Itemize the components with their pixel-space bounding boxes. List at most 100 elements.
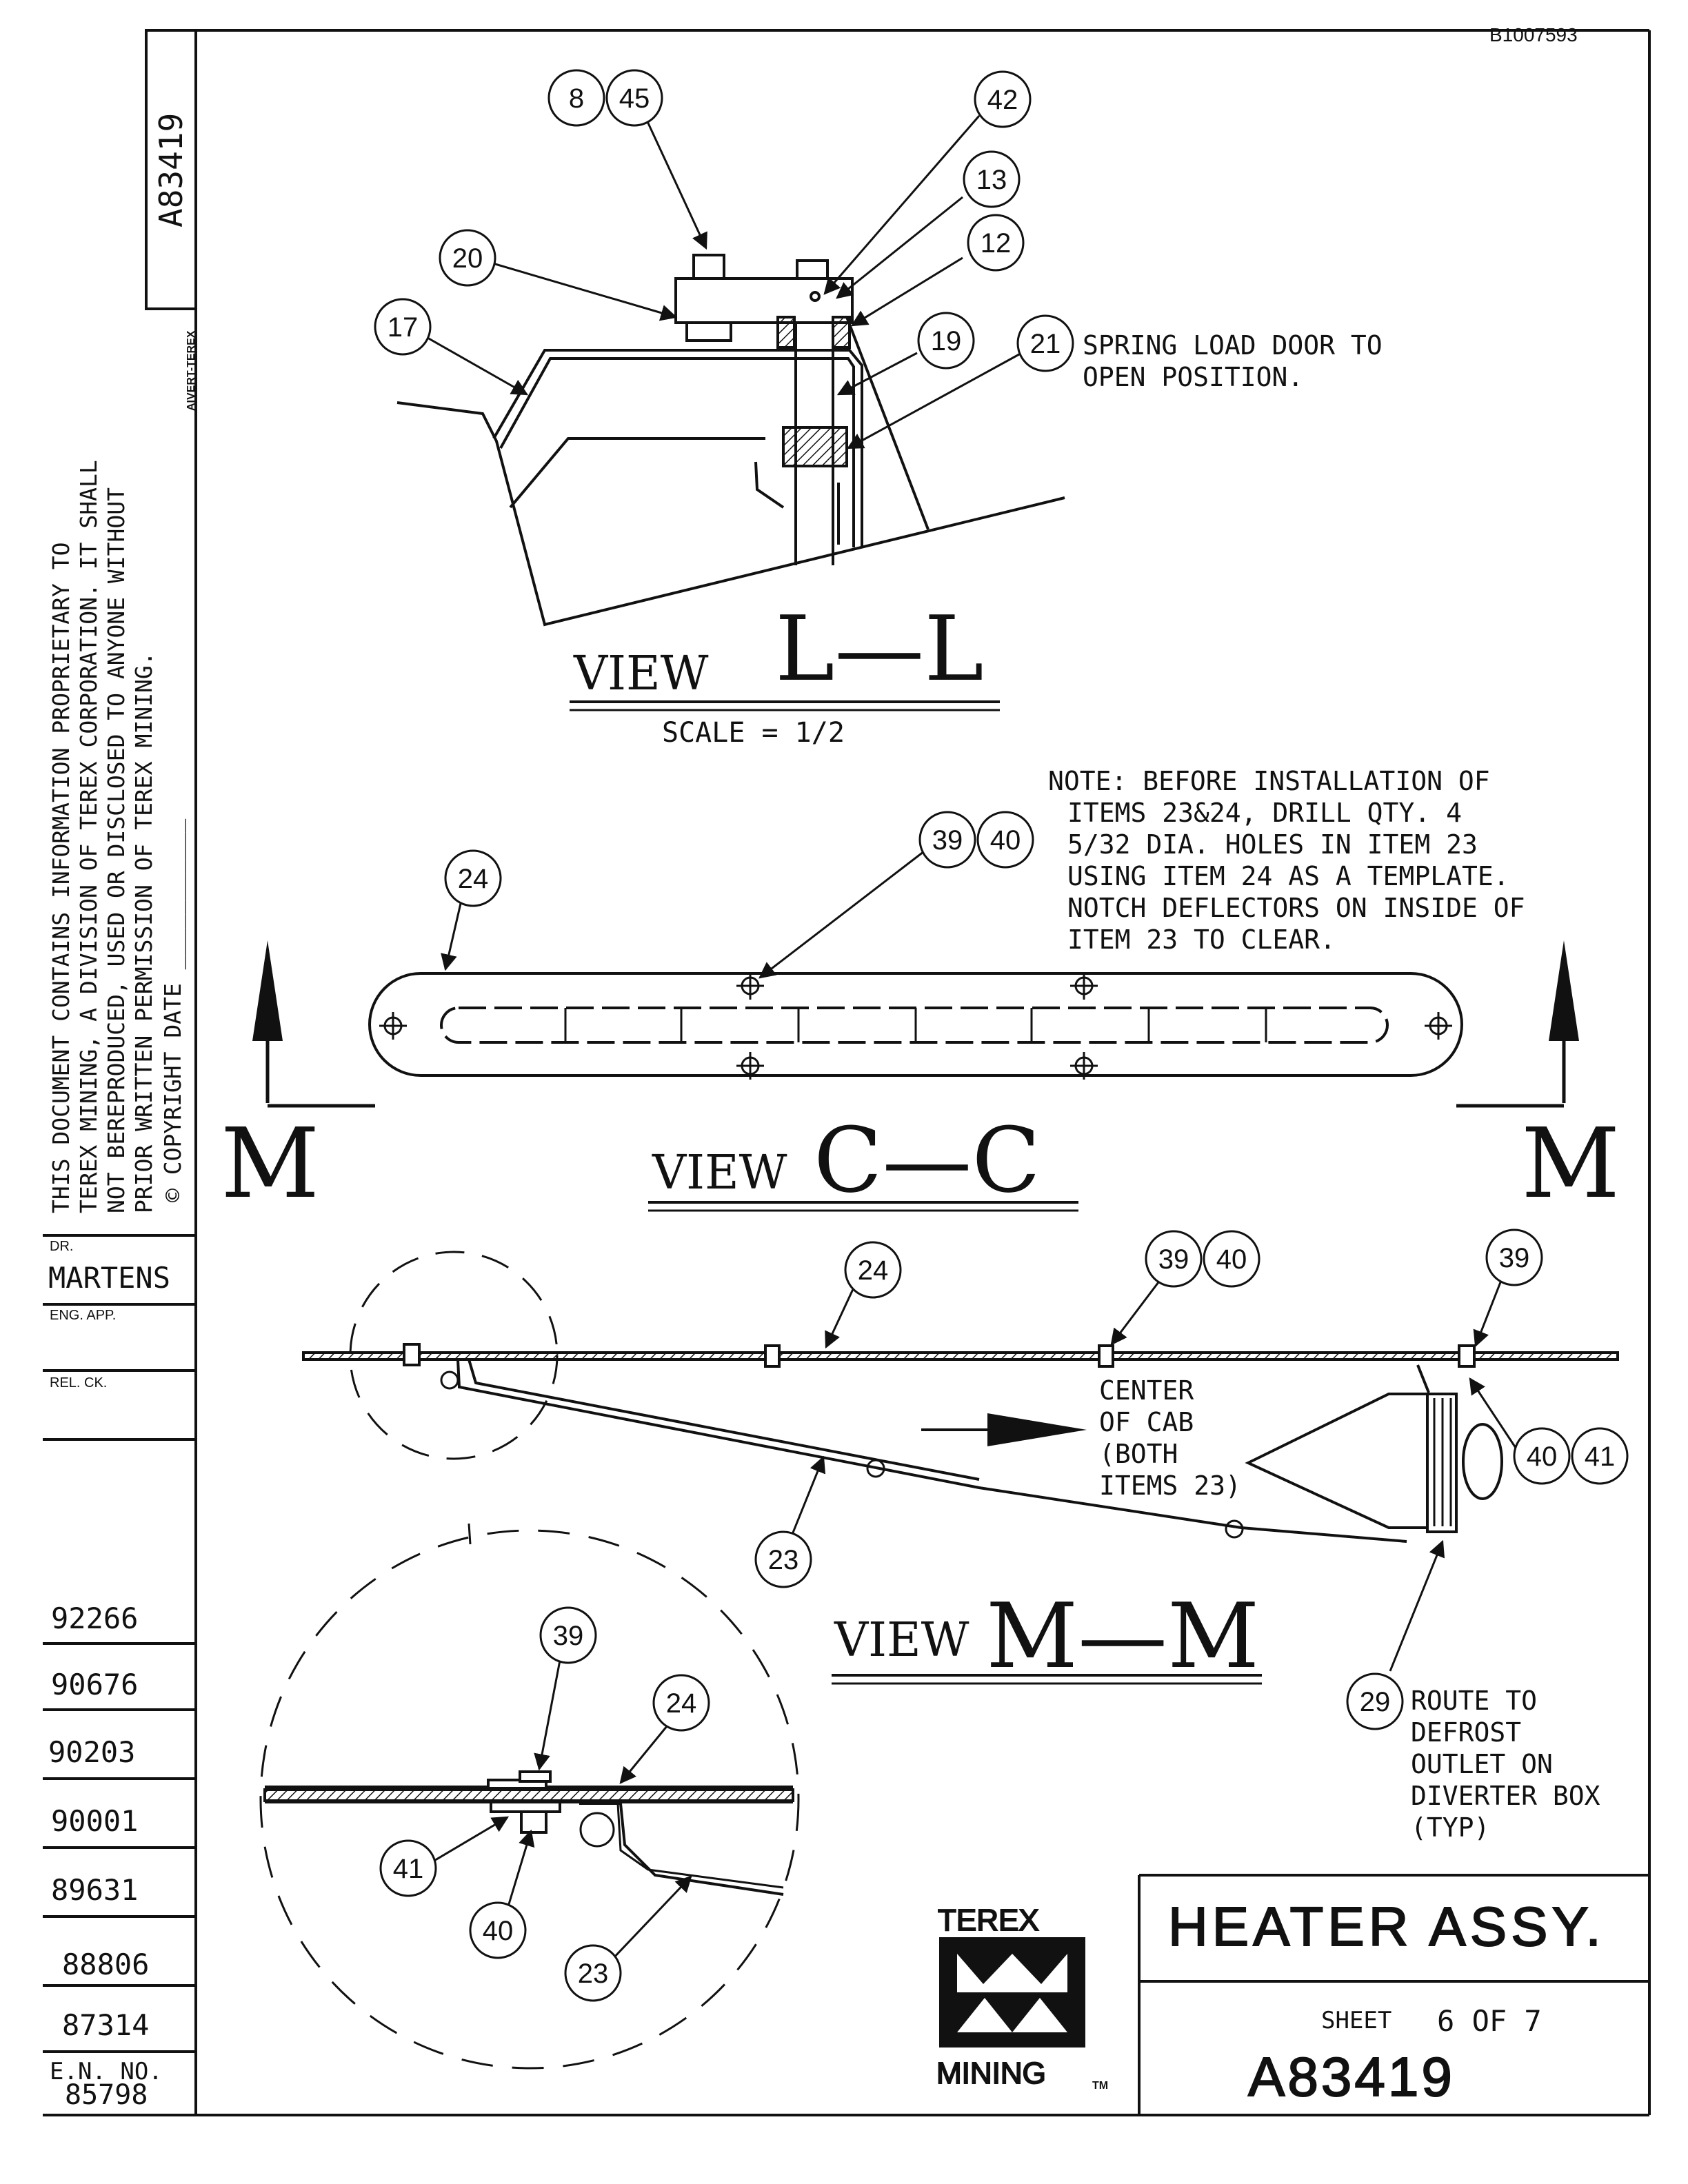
proprietary-line: PRIOR WRITTEN PERMISSION OF TEREX MINING… <box>130 651 157 1213</box>
callout-label: 23 <box>768 1545 799 1575</box>
callout-bubble <box>605 69 663 127</box>
en-numbers: 92266 90676 90203 90001 89631 88806 8731… <box>48 1601 149 2042</box>
en-label: E.N. NO. <box>50 2058 163 2085</box>
callout-bubble <box>1346 1672 1404 1730</box>
callout-label: 19 <box>931 326 962 356</box>
drawn-by-name: MARTENS <box>48 1261 170 1295</box>
view-mm-route-note: ROUTE TO DEFROST OUTLET ON DIVERTER BOX … <box>1411 1686 1600 1843</box>
view-cc-leaders <box>441 848 927 979</box>
note-line: ITEM 23 TO CLEAR. <box>1067 924 1336 955</box>
callout-label: 20 <box>452 243 483 274</box>
callout-bubble <box>1203 1230 1260 1288</box>
callout-bubble <box>918 811 976 869</box>
note-line: OPEN POSITION. <box>1083 362 1303 392</box>
callout-label: 24 <box>458 864 489 894</box>
view-cc-word: VIEW <box>652 1146 787 1200</box>
callout-label: 17 <box>388 312 419 343</box>
proprietary-line: TEREX MINING, A DIVISION OF TEREX CORPOR… <box>75 460 102 1213</box>
callout-label: 23 <box>578 1959 609 1989</box>
note-line: OUTLET ON <box>1411 1749 1553 1779</box>
view-ll-letters: L—L <box>775 596 984 701</box>
detail-leaders <box>432 1652 692 1961</box>
view-mm-letters: M—M <box>986 1584 1259 1688</box>
callout-bubble <box>547 69 605 127</box>
callout-label: 41 <box>1585 1442 1616 1472</box>
section-arrow-left <box>252 940 375 1108</box>
terex-logo: TEREX MINING TM <box>936 1903 1108 2092</box>
callout-bubble <box>1513 1427 1571 1485</box>
sheet-border <box>43 29 1651 2116</box>
view-ll-leaders <box>427 115 1020 449</box>
callout-bubble <box>844 1241 902 1299</box>
view-cc-letters: C—C <box>814 1108 1041 1213</box>
callout-label: 8 <box>569 83 584 114</box>
callout-label: 24 <box>858 1255 889 1286</box>
view-mm-drawing <box>302 1251 1619 1545</box>
en-number-lines <box>43 1642 196 2053</box>
logo-crown <box>957 1954 1067 1992</box>
callout-bubble <box>564 1944 622 2002</box>
detail-view <box>259 1529 800 2070</box>
callout-label: 24 <box>666 1688 697 1719</box>
callout-label: 12 <box>981 228 1012 259</box>
note-line: NOTE: BEFORE INSTALLATION OF <box>1048 766 1490 796</box>
en-number: 92266 <box>51 1601 138 1635</box>
eng-app-label: ENG. APP. <box>50 1308 116 1323</box>
callout-bubble <box>444 849 502 907</box>
view-ll-drawing <box>396 254 1065 627</box>
doc-ref: B1007593 <box>1489 24 1578 46</box>
callout-label: 42 <box>987 85 1018 115</box>
view-ll-note: SPRING LOAD DOOR TO OPEN POSITION. <box>1083 330 1383 392</box>
copyright-line: © COPYRIGHT DATE ___________ <box>159 819 187 1202</box>
note-line: CENTER <box>1099 1375 1194 1406</box>
callout-bubble <box>1571 1427 1629 1485</box>
sheet-value: 6 OF 7 <box>1437 2004 1542 2038</box>
callout-label: 39 <box>932 825 963 856</box>
en-number: 90676 <box>51 1668 138 1701</box>
view-mm-direction-arrow <box>921 1413 1087 1446</box>
logo-bottom-text: MINING <box>936 2056 1046 2090</box>
callout-bubble <box>974 70 1032 128</box>
view-ll-scale: SCALE = 1/2 <box>662 717 845 749</box>
view-mm-center-note: CENTER OF CAB (BOTH ITEMS 23) <box>1099 1375 1241 1501</box>
note-line: SPRING LOAD DOOR TO <box>1083 330 1383 361</box>
en-number: 90203 <box>48 1735 135 1769</box>
view-ll-word: VIEW <box>573 647 709 701</box>
callout-label: 45 <box>619 83 650 114</box>
note-line: ROUTE TO <box>1411 1686 1537 1716</box>
logo-tm: TM <box>1092 2080 1108 2092</box>
view-mm-leaders <box>790 1282 1517 1672</box>
callout-bubble <box>379 1839 437 1897</box>
callout-label: 39 <box>553 1621 584 1651</box>
side-tag: AIVERT-TEREX <box>185 330 197 411</box>
note-line: (BOTH <box>1099 1439 1178 1469</box>
note-line: NOTCH DEFLECTORS ON INSIDE OF <box>1067 893 1525 923</box>
signoff-block <box>43 1234 196 1441</box>
view-cc-callouts: 24 39 40 <box>444 811 1034 907</box>
callout-bubble <box>1145 1230 1203 1288</box>
callout-bubble <box>1016 314 1074 372</box>
note-line: DEFROST <box>1411 1717 1521 1748</box>
note-line: 5/32 DIA. HOLES IN ITEM 23 <box>1067 829 1478 860</box>
drawn-by-label: DR. <box>50 1239 73 1254</box>
callout-label: 40 <box>1527 1442 1558 1472</box>
sheet-label: SHEET <box>1321 2007 1391 2034</box>
en-number: 89631 <box>51 1873 138 1907</box>
proprietary-line: THIS DOCUMENT CONTAINS INFORMATION PROPR… <box>48 542 74 1213</box>
callout-label: 13 <box>976 165 1007 195</box>
view-ll-callouts: 8 45 42 13 12 20 17 19 21 <box>374 69 1074 372</box>
callout-bubble <box>754 1530 812 1588</box>
view-cc-drawing <box>368 972 1463 1080</box>
note-line: ITEMS 23&24, DRILL QTY. 4 <box>1067 798 1462 828</box>
section-letter-left: M <box>221 1108 319 1220</box>
note-line: OF CAB <box>1099 1407 1194 1437</box>
callout-bubble <box>374 298 432 356</box>
callout-bubble <box>439 229 496 287</box>
side-drawing-number: A83419 <box>152 113 190 228</box>
callout-bubble <box>469 1901 527 1959</box>
callout-label: 21 <box>1030 329 1061 359</box>
callout-label: 29 <box>1360 1687 1391 1717</box>
note-line: (TYP) <box>1411 1812 1489 1843</box>
note-line: ITEMS 23) <box>1099 1470 1241 1501</box>
en-first-number: 85798 <box>65 2079 148 2111</box>
